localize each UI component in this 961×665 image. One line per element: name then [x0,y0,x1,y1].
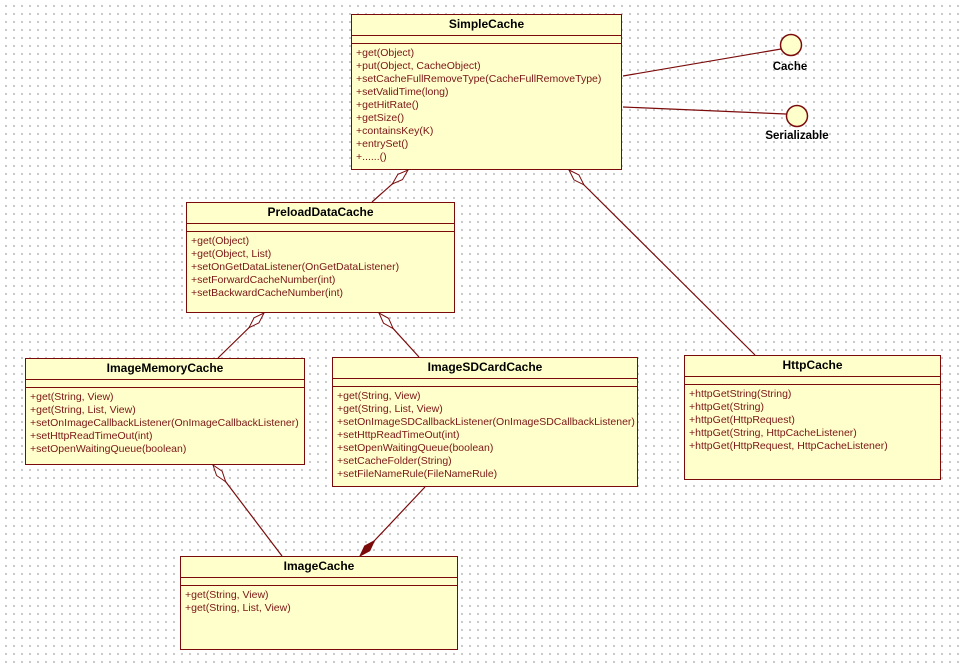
interface-label-cache: Cache [772,61,808,73]
class-box-preloaddatacache[interactable]: PreloadDataCache +get(Object)+get(Object… [186,202,455,313]
methods-compartment: +httpGetString(String)+httpGet(String)+h… [685,385,940,453]
methods-compartment: +get(Object)+get(Object, List)+setOnGetD… [187,232,454,300]
attributes-compartment [187,224,454,232]
method-line: +httpGetString(String) [689,388,792,400]
class-box-imagememorycache[interactable]: ImageMemoryCache +get(String, View)+get(… [25,358,305,465]
method-line: +setCacheFullRemoveType(CacheFullRemoveT… [356,73,602,85]
method-line: +......() [356,151,387,163]
class-title: HttpCache [685,356,940,377]
method-line: +httpGet(String) [689,401,764,413]
method-line: +setOpenWaitingQueue(boolean) [30,443,187,455]
methods-compartment: +get(Object)+put(Object, CacheObject)+se… [352,44,621,164]
aggregation-imagememorycache-imagecache[interactable] [213,465,283,557]
interface-label-serializable: Serializable [765,130,829,142]
method-line: +httpGet(HttpRequest, HttpCacheListener) [689,440,888,452]
methods-compartment: +get(String, View)+get(String, List, Vie… [333,387,637,481]
class-title: PreloadDataCache [187,203,454,224]
class-title: ImageCache [181,557,457,578]
class-title: SimpleCache [352,15,621,36]
interface-link-simplecache-cache[interactable] [622,48,782,77]
method-line: +setHttpReadTimeOut(int) [30,430,153,442]
class-title: ImageMemoryCache [26,359,304,380]
method-line: +get(String, View) [337,390,421,402]
interface-lollipop-cache[interactable] [779,33,803,57]
method-line: +setBackwardCacheNumber(int) [191,287,344,299]
class-box-imagecache[interactable]: ImageCache +get(String, View)+get(String… [180,556,458,650]
attributes-compartment [181,578,457,586]
method-line: +entrySet() [356,138,409,150]
method-line: +get(String, View) [30,391,114,403]
method-line: +setOnImageCallbackListener(OnImageCallb… [30,417,299,429]
method-line: +setOnGetDataListener(OnGetDataListener) [191,261,400,273]
class-box-simplecache[interactable]: SimpleCache +get(Object)+put(Object, Cac… [351,14,622,170]
interface-lollipop-serializable[interactable] [785,104,809,128]
class-title: ImageSDCardCache [333,358,637,379]
method-line: +get(String, List, View) [30,404,136,416]
method-line: +getHitRate() [356,99,419,111]
method-line: +setForwardCacheNumber(int) [191,274,336,286]
aggregation-preloaddatacache-imagesdcardcache[interactable] [379,313,420,358]
method-line: +get(Object, List) [191,248,272,260]
aggregation-preloaddatacache-imagememorycache[interactable] [217,313,264,359]
aggregation-simplecache-httpcache[interactable] [569,170,756,356]
class-box-httpcache[interactable]: HttpCache +httpGetString(String)+httpGet… [684,355,941,480]
attributes-compartment [685,377,940,385]
methods-compartment: +get(String, View)+get(String, List, Vie… [181,586,457,615]
method-line: +setOnImageSDCallbackListener(OnImageSDC… [337,416,635,428]
methods-compartment: +get(String, View)+get(String, List, Vie… [26,388,304,456]
method-line: +get(String, List, View) [337,403,443,415]
method-line: +setHttpReadTimeOut(int) [337,429,460,441]
method-line: +setValidTime(long) [356,86,449,98]
method-line: +getSize() [356,112,405,124]
method-line: +httpGet(HttpRequest) [689,414,795,426]
attributes-compartment [333,379,637,387]
attributes-compartment [26,380,304,388]
method-line: +setOpenWaitingQueue(boolean) [337,442,494,454]
method-line: +setCacheFolder(String) [337,455,452,467]
method-line: +get(Object) [356,47,415,59]
attributes-compartment [352,36,621,44]
method-line: +get(String, List, View) [185,602,291,614]
method-line: +httpGet(String, HttpCacheListener) [689,427,857,439]
composition-imagecache-imagesdcardcache[interactable] [360,486,426,556]
method-line: +containsKey(K) [356,125,434,137]
interface-link-simplecache-serializable[interactable] [622,106,787,115]
method-line: +setFileNameRule(FileNameRule) [337,468,498,480]
method-line: +get(String, View) [185,589,269,601]
method-line: +get(Object) [191,235,250,247]
aggregation-simplecache-preloaddatacache[interactable] [371,170,408,203]
class-box-imagesdcardcache[interactable]: ImageSDCardCache +get(String, View)+get(… [332,357,638,487]
method-line: +put(Object, CacheObject) [356,60,481,72]
